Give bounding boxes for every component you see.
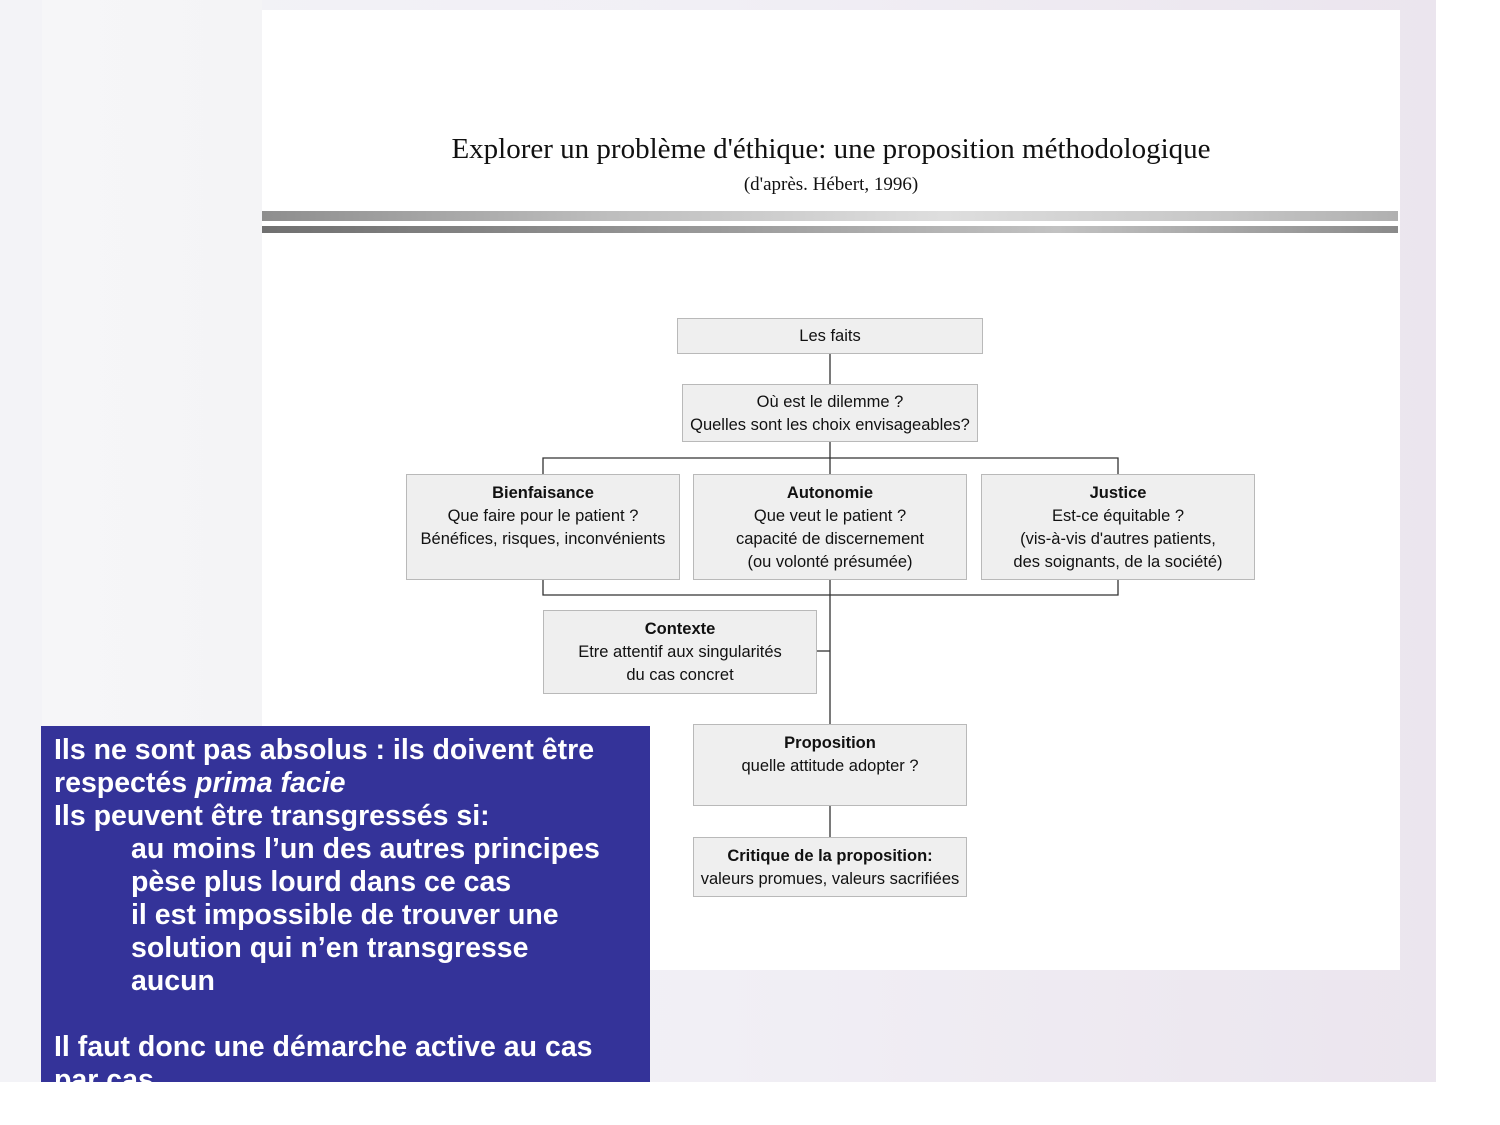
header-rule-bottom: [262, 226, 1398, 233]
overlay-line-2: respectés prima facie: [54, 767, 650, 800]
document-title: Explorer un problème d'éthique: une prop…: [451, 133, 1211, 165]
overlay-line-9: Il faut donc une démarche active au cas: [54, 1031, 593, 1063]
header-rule-top: [262, 211, 1398, 221]
connector-top-bracket: [542, 457, 1119, 474]
overlay-line-8: aucun: [131, 965, 215, 997]
box-justice-heading: Justice: [1089, 484, 1147, 502]
overlay-line-2-prefix: respectés: [54, 767, 196, 799]
box-autonomie-line3: (ou volonté présumée): [747, 553, 913, 571]
box-contexte: Contexte Etre attentif aux singularités …: [543, 610, 817, 694]
overlay-line-10: par cas: [54, 1064, 154, 1082]
box-dilemme-line1: Où est le dilemme ?: [756, 393, 904, 411]
box-critique-heading: Critique de la proposition:: [727, 847, 933, 865]
box-autonomie-line2: capacité de discernement: [735, 530, 925, 548]
box-bienfaisance-line2: Bénéfices, risques, inconvénients: [420, 530, 666, 548]
box-justice: Justice Est-ce équitable ? (vis-à-vis d'…: [981, 474, 1255, 580]
document-subtitle: (d'après. Hébert, 1996): [743, 174, 919, 195]
box-contexte-line1: Etre attentif aux singularités: [578, 643, 782, 661]
box-les-faits: Les faits: [677, 318, 983, 354]
box-justice-line2: (vis-à-vis d'autres patients,: [1020, 530, 1216, 548]
box-autonomie-heading: Autonomie: [786, 484, 874, 502]
box-proposition-heading: Proposition: [784, 734, 876, 752]
box-bienfaisance: Bienfaisance Que faire pour le patient ?…: [406, 474, 680, 580]
box-justice-line1: Est-ce équitable ?: [1051, 507, 1185, 525]
box-proposition-line1: quelle attitude adopter ?: [741, 757, 919, 775]
box-contexte-heading: Contexte: [644, 620, 716, 638]
overlay-text-box: Ils ne sont pas absolus : ils doivent êt…: [41, 726, 650, 1082]
box-contexte-line2: du cas concret: [626, 666, 734, 684]
box-autonomie: Autonomie Que veut le patient ? capacité…: [693, 474, 967, 580]
overlay-line-3: Ils peuvent être transgressés si:: [54, 800, 490, 832]
overlay-spacer: [54, 998, 650, 1031]
overlay-line-2-italic: prima facie: [195, 767, 346, 799]
overlay-line-5: pèse plus lourd dans ce cas: [131, 866, 512, 898]
overlay-line-1: Ils ne sont pas absolus : ils doivent êt…: [54, 734, 595, 766]
box-dilemme-line2: Quelles sont les choix envisageables?: [690, 416, 970, 434]
overlay-line-6: il est impossible de trouver une: [131, 899, 559, 931]
box-proposition: Proposition quelle attitude adopter ?: [693, 724, 967, 806]
overlay-line-4: au moins l’un des autres principes: [131, 833, 600, 865]
box-critique: Critique de la proposition: valeurs prom…: [693, 837, 967, 897]
box-dilemme: Où est le dilemme ? Quelles sont les cho…: [682, 384, 978, 442]
box-critique-line1: valeurs promues, valeurs sacrifiées: [700, 870, 960, 888]
box-les-faits-text: Les faits: [799, 326, 861, 345]
box-bienfaisance-line1: Que faire pour le patient ?: [447, 507, 639, 525]
box-bienfaisance-heading: Bienfaisance: [492, 484, 594, 502]
box-autonomie-line1: Que veut le patient ?: [753, 507, 907, 525]
overlay-line-7: solution qui n’en transgresse: [131, 932, 529, 964]
box-justice-line3: des soignants, de la société): [1013, 553, 1223, 571]
